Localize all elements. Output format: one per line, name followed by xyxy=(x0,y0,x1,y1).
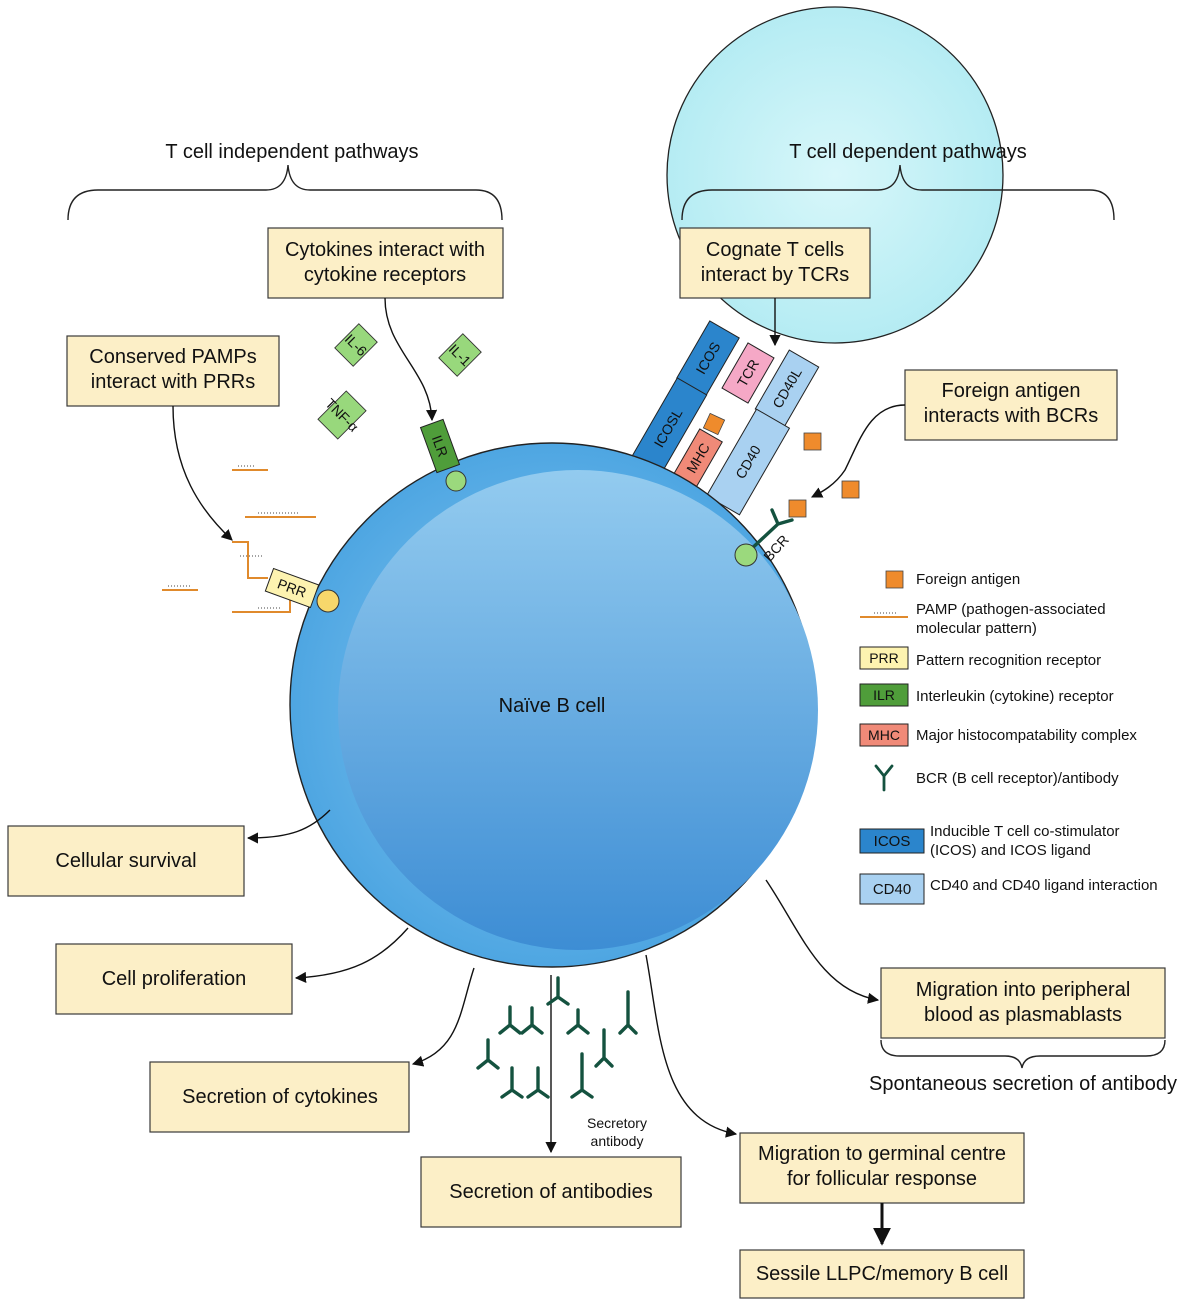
bcr-anchor xyxy=(734,543,758,567)
legend-swatch-antibody xyxy=(874,764,894,792)
secreted-antibodies xyxy=(476,976,638,1099)
box-germinal-line1: Migration to germinal centre xyxy=(758,1143,1006,1165)
arrow-to-survival xyxy=(246,809,331,844)
svg-text:PRR: PRR xyxy=(869,650,899,666)
cytokine-il1: IL-1 xyxy=(438,333,482,377)
arrow-to-germinal xyxy=(645,954,738,1138)
box-cell-proliferation xyxy=(55,943,293,1015)
legend-text-pamp-2: molecular pattern) xyxy=(916,620,1037,637)
foreign-antigens xyxy=(788,432,860,518)
arrow-pamps-to-prr xyxy=(172,405,233,541)
legend-text-prr: Pattern recognition receptor xyxy=(916,652,1101,669)
legend-swatch-cd40 xyxy=(859,873,925,905)
box-foreign-line1: Foreign antigen xyxy=(942,380,1081,402)
secretory-label-1: Secretory xyxy=(587,1115,647,1131)
cytokine-tnf: TNF-α xyxy=(317,390,367,440)
box-germinal-line2: for follicular response xyxy=(787,1168,977,1190)
spontaneous-label: Spontaneous secretion of antibody xyxy=(869,1073,1177,1095)
brace-independent xyxy=(67,164,503,221)
box-proliferation-text: Cell proliferation xyxy=(102,968,247,990)
svg-text:ILR: ILR xyxy=(429,433,451,459)
legend-text-antibody: BCR (B cell receptor)/antibody xyxy=(916,770,1119,787)
b-cell-inner xyxy=(338,470,818,950)
arrow-foreign-to-bcr xyxy=(810,404,906,498)
legend: Foreign antigen PAMP (pathogen-associate… xyxy=(859,570,1158,905)
receptor-stalk: ICOS TCR CD40L ICOSL MHC CD40 xyxy=(628,320,820,516)
arrow-to-proliferation xyxy=(294,927,409,984)
legend-text-cd40: CD40 and CD40 ligand interaction xyxy=(930,877,1158,894)
box-cytokines-line2: cytokine receptors xyxy=(304,264,466,286)
cytokine-il6: IL-6 xyxy=(334,323,378,367)
legend-text-pamp-1: PAMP (pathogen-associated xyxy=(916,601,1106,618)
legend-swatch-ilr xyxy=(859,683,909,707)
svg-text:ICOS: ICOS xyxy=(874,833,911,850)
box-pamps-line1: Conserved PAMPs xyxy=(89,346,256,368)
box-foreign-line2: interacts with BCRs xyxy=(924,405,1099,427)
box-antibody-secretion-text: Secretion of antibodies xyxy=(449,1181,652,1203)
box-cytokines-line1: Cytokines interact with xyxy=(285,239,485,261)
box-cellular-survival xyxy=(7,825,245,897)
legend-text-antigen: Foreign antigen xyxy=(916,571,1020,588)
ilr-anchor xyxy=(445,470,467,492)
arrow-cytokines-to-ilr xyxy=(384,297,438,422)
box-migration-blood-line2: blood as plasmablasts xyxy=(924,1004,1122,1026)
box-llpc-text: Sessile LLPC/memory B cell xyxy=(756,1263,1008,1285)
box-migration-blood-line1: Migration into peripheral xyxy=(916,979,1131,1001)
arrow-to-cytokines xyxy=(411,967,475,1067)
antigen-on-mhc xyxy=(702,412,726,436)
box-cytokine-secretion-text: Secretion of cytokines xyxy=(182,1086,378,1108)
prr-anchor xyxy=(316,589,340,613)
header-independent: T cell independent pathways xyxy=(165,141,418,163)
svg-text:MHC: MHC xyxy=(868,727,900,743)
svg-text:CD40: CD40 xyxy=(873,881,911,898)
secretory-label-2: antibody xyxy=(591,1133,644,1149)
ilr-receptor: ILR xyxy=(419,418,461,474)
box-cytokines xyxy=(267,227,504,299)
svg-text:ILR: ILR xyxy=(873,687,895,703)
box-cognate xyxy=(679,227,871,299)
legend-swatch-prr xyxy=(859,646,909,670)
box-survival-text: Cellular survival xyxy=(55,850,196,872)
legend-swatch-antigen xyxy=(885,570,904,589)
legend-text-icos-2: (ICOS) and ICOS ligand xyxy=(930,842,1091,859)
box-foreign-antigen xyxy=(904,369,1118,441)
box-migration-blood xyxy=(880,967,1166,1039)
box-cognate-line1: Cognate T cells xyxy=(706,239,844,261)
legend-swatch-icos xyxy=(859,828,925,854)
legend-text-mhc: Major histocompatability complex xyxy=(916,727,1137,744)
b-cell-label: Naïve B cell xyxy=(499,695,606,717)
box-secretion-cytokines xyxy=(149,1061,410,1133)
legend-text-icos-1: Inducible T cell co-stimulator xyxy=(930,823,1120,840)
box-pamps-line2: interact with PRRs xyxy=(91,371,256,393)
legend-swatch-pamp xyxy=(860,612,908,618)
box-secretion-antibodies xyxy=(420,1156,682,1228)
prr-receptor: PRR xyxy=(264,567,320,609)
legend-swatch-mhc xyxy=(859,723,909,747)
box-llpc-memory xyxy=(739,1249,1025,1299)
box-pamps xyxy=(66,335,280,407)
header-dependent: T cell dependent pathways xyxy=(789,141,1027,163)
legend-text-ilr: Interleukin (cytokine) receptor xyxy=(916,688,1114,705)
box-cognate-line2: interact by TCRs xyxy=(701,264,850,286)
arrow-to-migration xyxy=(765,879,880,1004)
brace-spontaneous xyxy=(880,1039,1166,1069)
brace-dependent xyxy=(681,164,1115,221)
pamp-cluster xyxy=(162,465,316,613)
